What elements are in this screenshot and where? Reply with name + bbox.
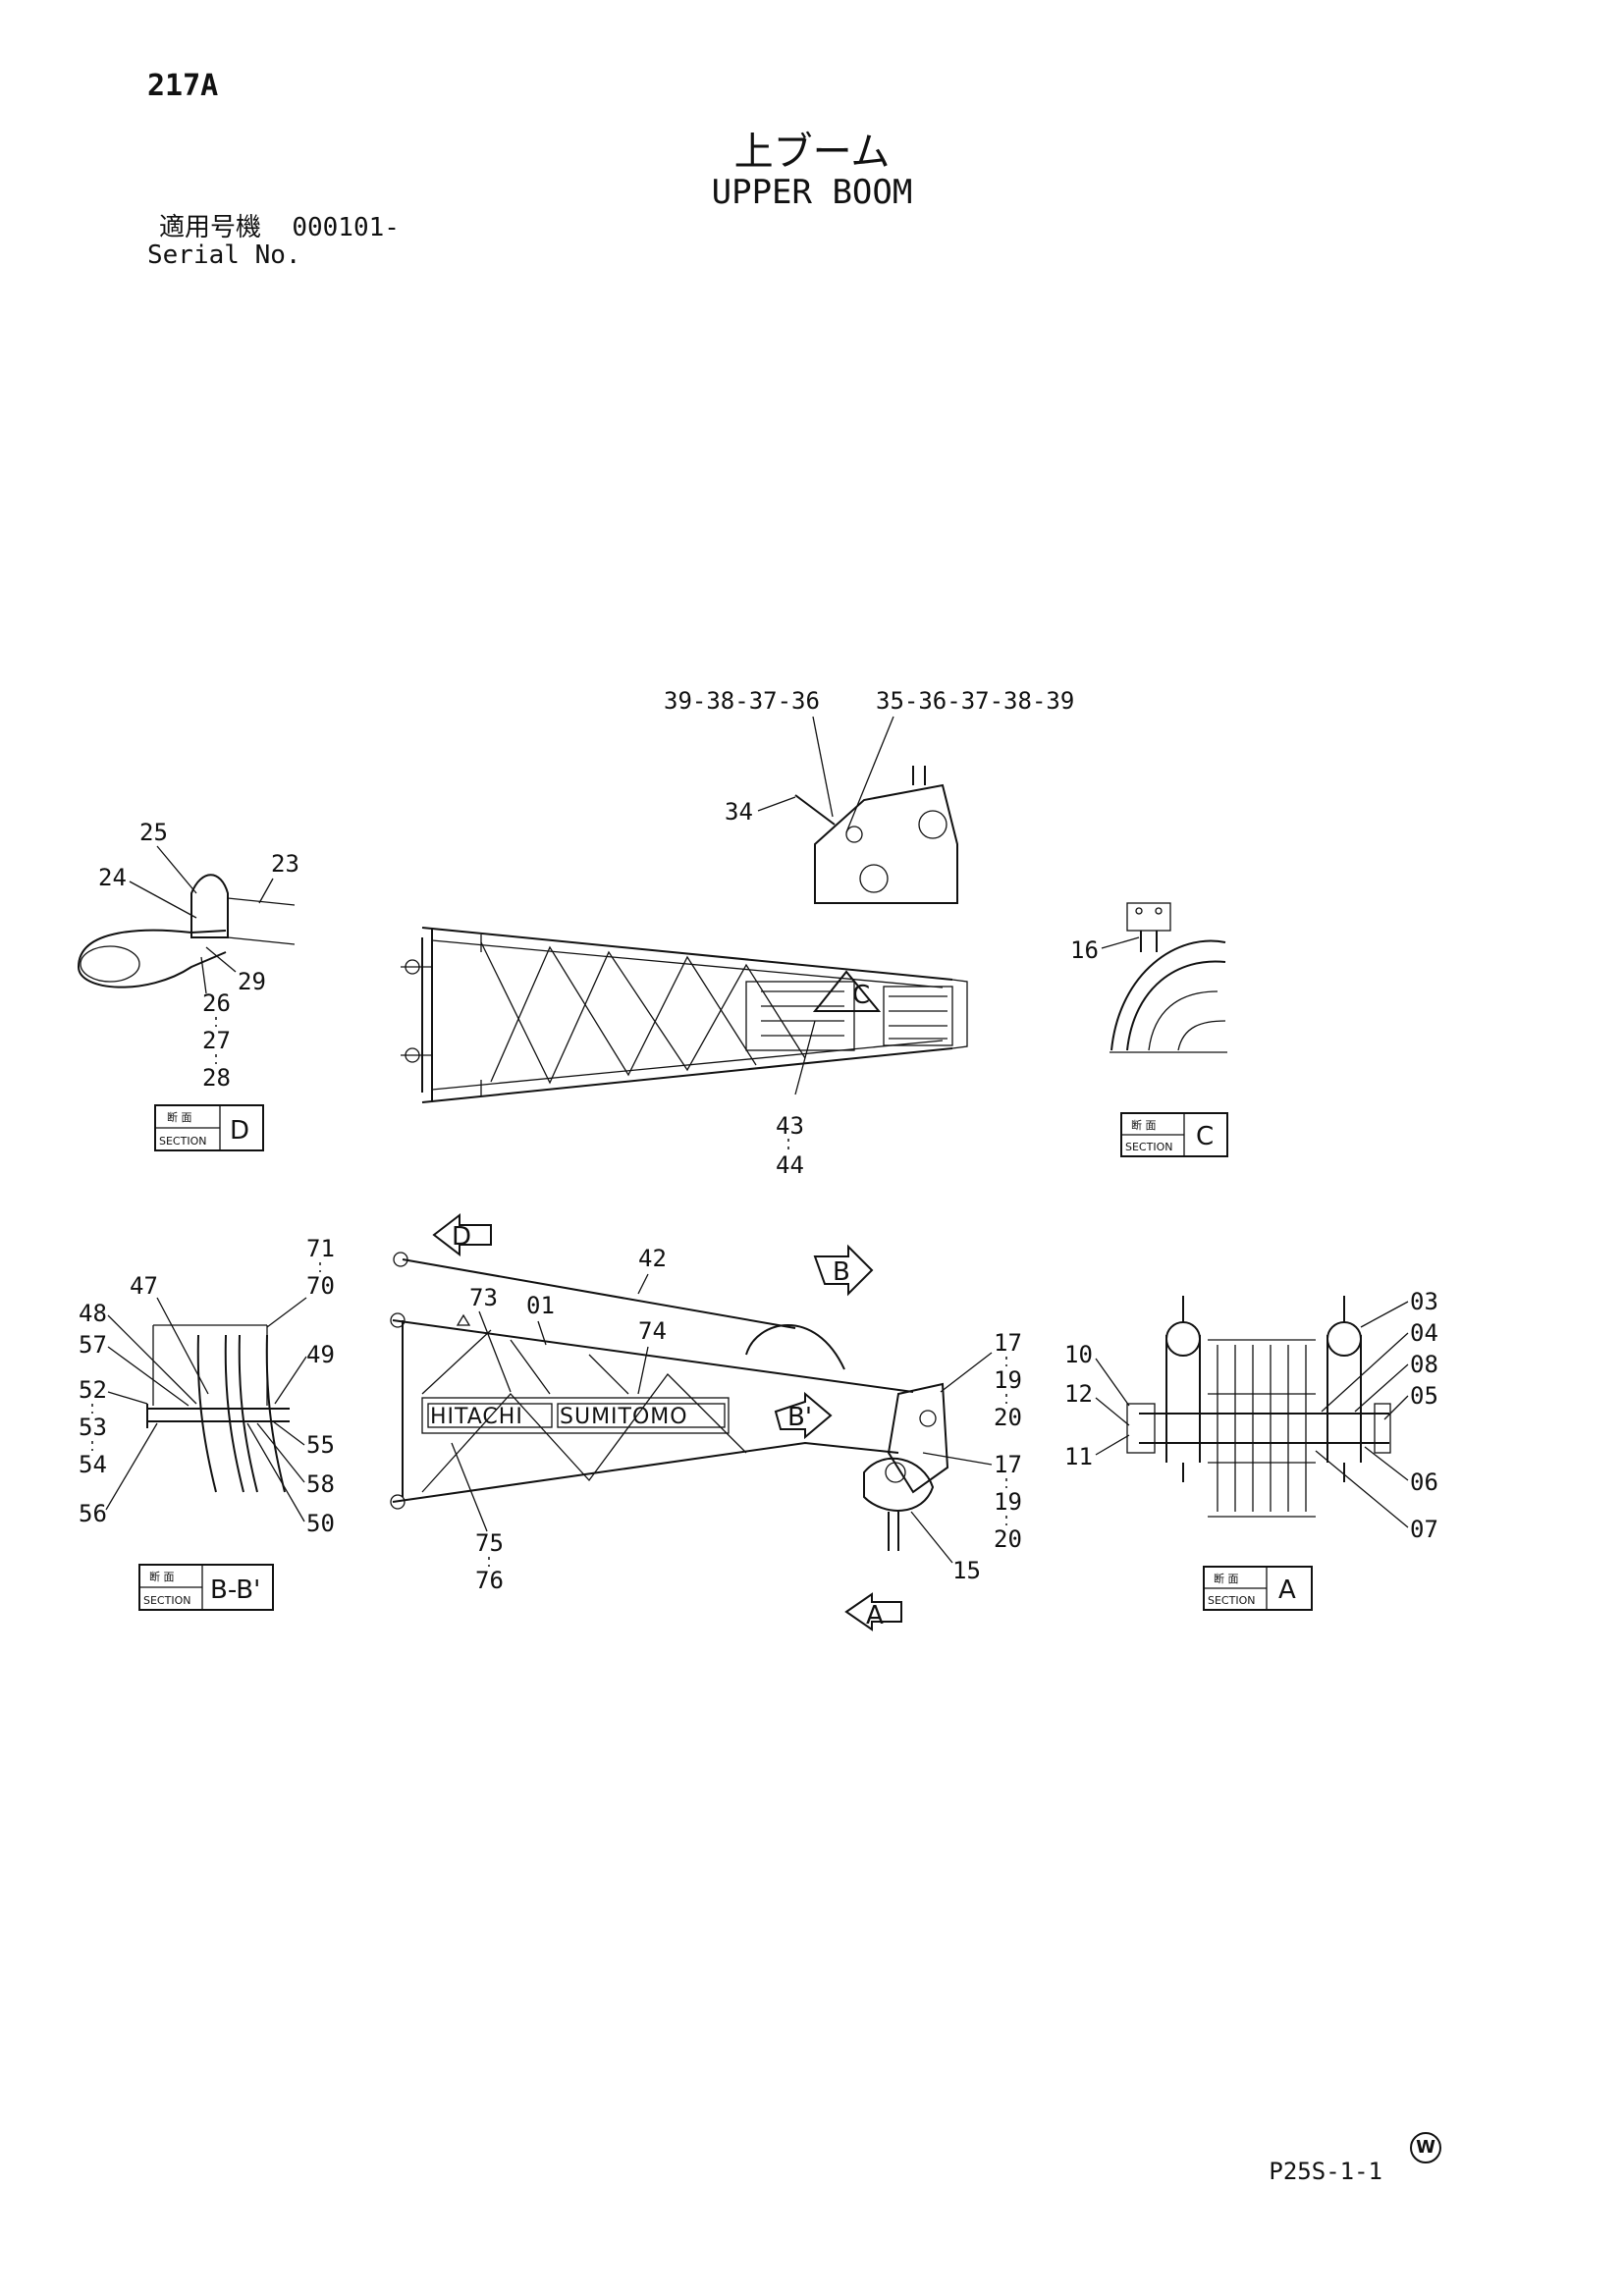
section-d-letter: D bbox=[230, 1116, 249, 1146]
callout-06: 06 bbox=[1410, 1468, 1438, 1496]
section-bb-label: 断 面 SECTION B-B' bbox=[138, 1564, 274, 1611]
boom-side-view: 42 HITACHI SUMITOMO 73 01 74 75 76 17 1 bbox=[390, 1245, 1022, 1594]
callout-26: 26 bbox=[202, 989, 231, 1017]
section-a-word: SECTION bbox=[1208, 1594, 1255, 1607]
logo-sumitomo: SUMITOMO bbox=[560, 1405, 688, 1429]
callout-27: 27 bbox=[202, 1027, 231, 1054]
section-c-letter: C bbox=[1196, 1122, 1214, 1151]
callout-07: 07 bbox=[1410, 1516, 1438, 1543]
section-d-label: 断 面 SECTION D bbox=[154, 1104, 264, 1151]
view-arrow-a-label: A bbox=[866, 1601, 884, 1630]
callout-01: 01 bbox=[526, 1292, 555, 1319]
callout-43: 43 bbox=[776, 1112, 804, 1140]
section-a-label: 断 面 SECTION A bbox=[1203, 1566, 1313, 1611]
callout-39-38-37-36: 39-38-37-36 bbox=[664, 687, 820, 715]
callout-48: 48 bbox=[79, 1300, 107, 1327]
callout-74: 74 bbox=[638, 1317, 667, 1345]
section-bb-kanji: 断 面 bbox=[149, 1570, 175, 1583]
callout-19a: 19 bbox=[994, 1366, 1022, 1394]
serial-value: 000101- bbox=[292, 213, 400, 242]
view-arrow-b-label: B bbox=[833, 1257, 850, 1287]
section-bb-detail: 71 70 47 48 57 49 52 53 54 55 58 50 56 bbox=[79, 1235, 335, 1537]
callout-12: 12 bbox=[1064, 1380, 1093, 1408]
view-arrow-d-label: D bbox=[452, 1222, 471, 1252]
view-arrow-c-label: C bbox=[852, 981, 870, 1010]
callout-03: 03 bbox=[1410, 1288, 1438, 1315]
callout-28: 28 bbox=[202, 1064, 231, 1092]
footer-page-code: P25S-1-1 bbox=[1269, 2158, 1382, 2185]
callout-17b: 17 bbox=[994, 1451, 1022, 1478]
callout-76: 76 bbox=[475, 1567, 504, 1594]
page-number: 217A bbox=[147, 69, 219, 103]
callout-42: 42 bbox=[638, 1245, 667, 1272]
callout-55: 55 bbox=[306, 1431, 335, 1459]
callout-24: 24 bbox=[98, 864, 127, 891]
section-c-word: SECTION bbox=[1125, 1141, 1172, 1153]
callout-71: 71 bbox=[306, 1235, 335, 1262]
callout-10: 10 bbox=[1064, 1341, 1093, 1368]
title-japanese: 上ブーム bbox=[733, 130, 891, 175]
logo-hitachi: HITACHI bbox=[430, 1405, 523, 1429]
callout-44: 44 bbox=[776, 1151, 804, 1179]
view-arrow-b-prime-label: B' bbox=[787, 1403, 812, 1432]
section-a-detail: 03 04 08 05 10 12 11 06 07 bbox=[1064, 1288, 1438, 1543]
callout-35-36-37-38-39: 35-36-37-38-39 bbox=[876, 687, 1074, 715]
section-a-letter: A bbox=[1278, 1575, 1296, 1605]
section-c-label: 断 面 SECTION C bbox=[1120, 1112, 1228, 1157]
section-c-kanji: 断 面 bbox=[1131, 1118, 1157, 1132]
section-d-kanji: 断 面 bbox=[167, 1110, 192, 1124]
callout-53: 53 bbox=[79, 1414, 107, 1441]
callout-08: 08 bbox=[1410, 1351, 1438, 1378]
callout-11: 11 bbox=[1064, 1443, 1093, 1470]
callout-05: 05 bbox=[1410, 1382, 1438, 1410]
boom-head-detail: 39-38-37-36 35-36-37-38-39 34 bbox=[664, 687, 1074, 904]
callout-75: 75 bbox=[475, 1529, 504, 1557]
callout-34: 34 bbox=[725, 798, 753, 826]
section-c-detail: 16 bbox=[1070, 902, 1227, 1053]
callout-47: 47 bbox=[130, 1272, 158, 1300]
callout-20b: 20 bbox=[994, 1525, 1022, 1553]
boom-top-view: C 43 44 bbox=[401, 927, 968, 1179]
callout-17a: 17 bbox=[994, 1329, 1022, 1357]
callout-50: 50 bbox=[306, 1510, 335, 1537]
callout-57: 57 bbox=[79, 1331, 107, 1359]
callout-23: 23 bbox=[271, 850, 299, 878]
callout-52: 52 bbox=[79, 1376, 107, 1404]
callout-58: 58 bbox=[306, 1470, 335, 1498]
callout-15: 15 bbox=[952, 1557, 981, 1584]
callout-73: 73 bbox=[469, 1284, 498, 1311]
callout-25: 25 bbox=[139, 819, 168, 846]
w-mark-icon: W bbox=[1410, 2132, 1441, 2163]
callout-29: 29 bbox=[238, 968, 266, 995]
callout-20a: 20 bbox=[994, 1404, 1022, 1431]
callout-16: 16 bbox=[1070, 936, 1099, 964]
section-bb-word: SECTION bbox=[143, 1594, 190, 1607]
view-arrows: D B B' A bbox=[432, 1212, 902, 1631]
section-bb-letter: B-B' bbox=[210, 1575, 260, 1605]
callout-56: 56 bbox=[79, 1500, 107, 1527]
section-d-detail: 25 23 24 29 26 27 28 bbox=[78, 819, 299, 1092]
callout-70: 70 bbox=[306, 1272, 335, 1300]
callout-49: 49 bbox=[306, 1341, 335, 1368]
serial-label-ja: 適用号機 bbox=[159, 213, 262, 242]
serial-block: 適用号機 000101- Serial No. bbox=[147, 214, 400, 269]
serial-label-en: Serial No. bbox=[147, 240, 301, 270]
callout-54: 54 bbox=[79, 1451, 107, 1478]
section-a-kanji: 断 面 bbox=[1214, 1572, 1239, 1585]
section-d-word: SECTION bbox=[159, 1135, 206, 1148]
callout-04: 04 bbox=[1410, 1319, 1438, 1347]
callout-19b: 19 bbox=[994, 1488, 1022, 1516]
title-english: UPPER BOOM bbox=[711, 173, 913, 212]
serial-line-ja: 適用号機 000101- bbox=[147, 214, 400, 241]
